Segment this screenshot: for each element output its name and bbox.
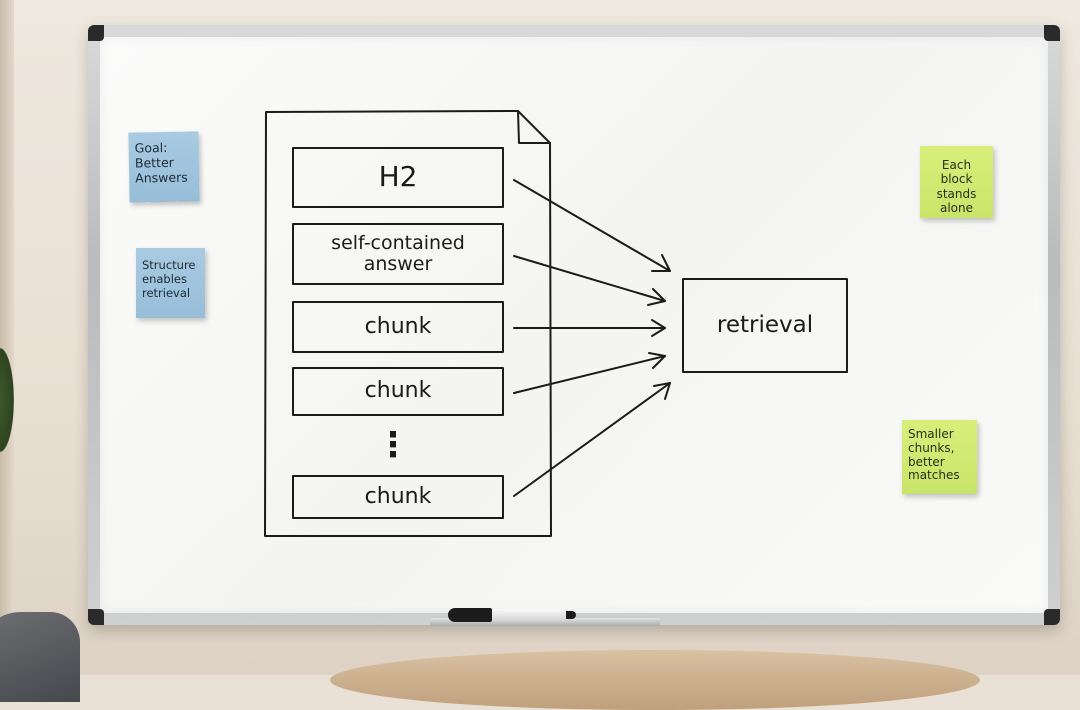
chunk-block-2 [292, 367, 504, 416]
ellipsis-dots: ⋮ [376, 425, 410, 466]
frame-corner-top-right [1044, 25, 1060, 41]
plant-leaves [0, 340, 16, 460]
note-structure-line-1: Structure [142, 258, 196, 272]
sticky-note-structure: Structure enables retrieval [136, 248, 205, 318]
whiteboard-surface [100, 37, 1048, 613]
arrow-chunk-2 [513, 352, 666, 394]
chunk-block-1 [292, 301, 504, 353]
table-top [330, 650, 980, 710]
h2-block [292, 147, 504, 208]
chunk-label-2: chunk [364, 378, 432, 404]
chunk-label-1: chunk [364, 313, 432, 339]
retrieval-label: retrieval [716, 311, 814, 338]
chair-back [0, 612, 80, 702]
h2-label: H2 [378, 160, 418, 194]
note-goal-line-1: Goal: [134, 139, 168, 156]
dry-erase-marker [448, 608, 576, 622]
answer-label: self-contained answer [293, 224, 503, 284]
marker-cap [448, 608, 492, 622]
sticky-note-goal: Goal: Better Answers [128, 131, 200, 203]
note-structure-line-3: retrieval [142, 285, 191, 300]
arrow-chunk-last [513, 382, 671, 497]
document-outline [264, 110, 552, 537]
note-each-block-line-1: Each block [940, 158, 973, 187]
marker-tip [566, 611, 576, 619]
chunk-label-last: chunk [364, 483, 432, 509]
chunk-block-last [292, 475, 504, 519]
note-each-block-line-3: alone [939, 201, 974, 216]
note-smaller-line-4: matches [908, 468, 960, 483]
answer-label-line-2: answer [363, 253, 433, 275]
marker-barrel [492, 609, 566, 621]
arrow-h2 [513, 179, 671, 272]
answer-label-line-1: self-contained [331, 232, 465, 255]
frame-corner-bottom-right [1044, 609, 1060, 625]
note-smaller-line-1: Smaller [908, 427, 954, 441]
diagram-sketch [264, 110, 848, 537]
note-goal-line-3: Answers [135, 169, 188, 186]
frame-corner-bottom-left [88, 609, 104, 625]
sticky-note-smaller-chunks: Smaller chunks, better matches [902, 420, 977, 494]
answer-block [292, 223, 504, 285]
note-each-block-line-2: stands [936, 186, 977, 201]
arrow-answer [513, 255, 666, 306]
note-smaller-line-2: chunks, [908, 440, 955, 455]
marker-tray [430, 618, 660, 626]
note-goal-line-2: Better [134, 154, 174, 171]
sticky-note-each-block: Each block stands alone [920, 146, 993, 218]
document-fold [517, 110, 551, 144]
note-structure-line-2: enables [142, 271, 187, 286]
frame-corner-top-left [88, 25, 104, 41]
door-frame [0, 0, 14, 675]
note-smaller-line-3: better [908, 454, 945, 469]
retrieval-box [682, 278, 848, 373]
arrow-chunk-1 [513, 319, 666, 337]
